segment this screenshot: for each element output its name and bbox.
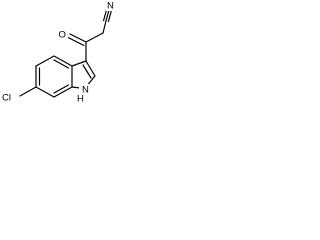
bond-c3a-c3 xyxy=(71,60,87,67)
atom-label-nitrile-nitrogen: N xyxy=(107,1,114,12)
double-bond-benzene-upper xyxy=(53,59,70,69)
label-mask-oxygen xyxy=(58,29,68,40)
bond-benzene-top-right xyxy=(53,55,73,67)
atom-label-carbonyl-oxygen: O xyxy=(59,30,66,41)
triple-bond-nitrile-1 xyxy=(105,9,110,22)
bond-n1-c7a xyxy=(71,86,81,89)
double-bond-benzene-lower xyxy=(53,84,70,94)
bond-c6-cl xyxy=(19,86,37,97)
atom-label-indole-hydrogen: H xyxy=(77,94,84,105)
label-mask-nitrile-n xyxy=(106,1,115,11)
double-bond-carbonyl-oxygen xyxy=(67,36,85,47)
bond-c3-c2 xyxy=(85,60,96,77)
label-mask-indole-nh xyxy=(79,84,93,104)
bond-carbonyl-oxygen xyxy=(69,33,87,43)
benzene-ring xyxy=(35,55,73,98)
bond-benzene-bottom-left xyxy=(35,86,55,98)
bond-benzene-top-left xyxy=(35,55,55,67)
triple-bond-nitrile-2 xyxy=(102,8,108,22)
atom-label-indole-nitrogen: N xyxy=(82,85,89,96)
bond-ch2-nitrile-carbon xyxy=(102,20,107,34)
triple-bond-nitrile-3 xyxy=(107,9,113,23)
cyanoacetyl-chain xyxy=(67,8,113,62)
label-mask-chlorine xyxy=(1,92,17,104)
atom-label-chlorine: Cl xyxy=(2,93,11,104)
chemical-structure-diagram: N O N H Cl xyxy=(1,1,115,105)
bond-carbonyl-ch2 xyxy=(85,32,104,43)
double-bond-c3-c2 xyxy=(82,64,92,79)
bond-benzene-bottom-right xyxy=(53,86,73,98)
